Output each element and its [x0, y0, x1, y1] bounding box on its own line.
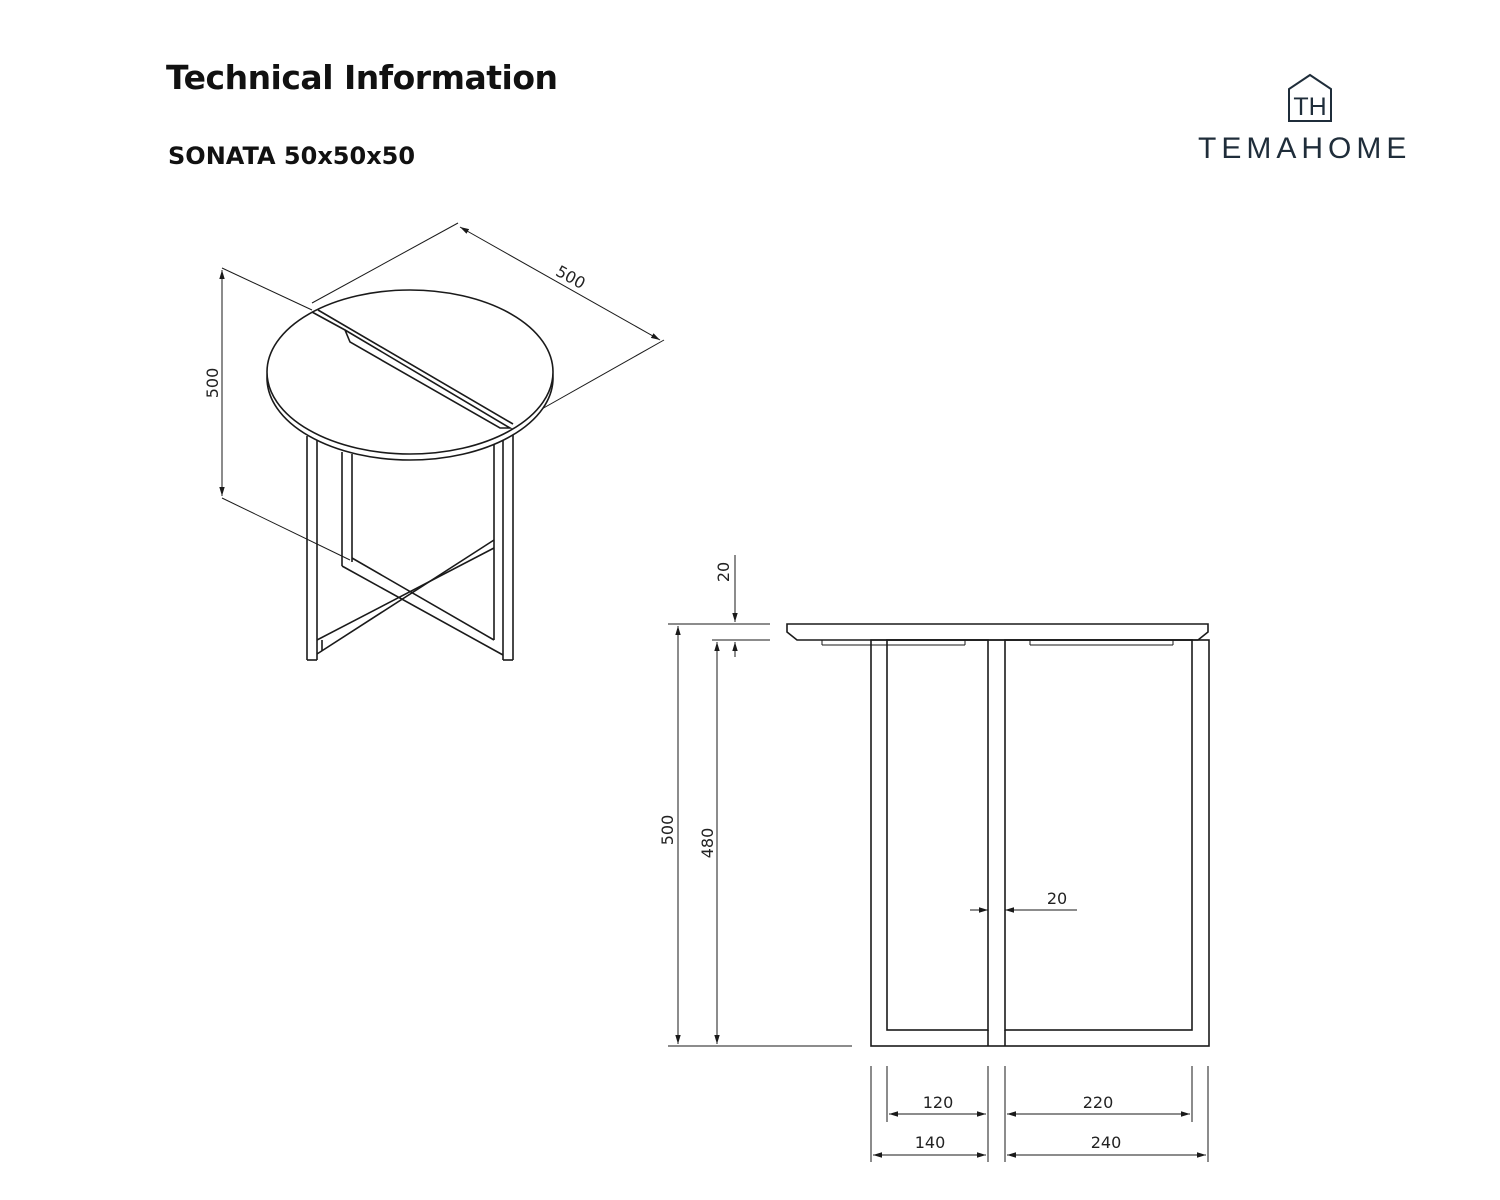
isometric-view: 500 500: [203, 222, 665, 661]
inner-left-dim-label: 120: [923, 1093, 954, 1112]
product-name: SONATA 50x50x50: [168, 142, 416, 170]
outer-right-dim-label: 240: [1091, 1133, 1122, 1152]
iso-height-dim-label: 500: [203, 368, 222, 399]
outer-left-dim-label: 140: [915, 1133, 946, 1152]
leg-width-dim-label: 20: [1047, 889, 1067, 908]
house-logo-icon: TH: [1288, 73, 1332, 122]
side-frame-height-dim-label: 480: [698, 828, 717, 859]
side-view: 500 480 20 20 120 220: [658, 555, 1210, 1162]
logo-monogram: TH: [1293, 93, 1326, 121]
side-top-thickness-dim-label: 20: [714, 562, 733, 582]
inner-right-dim-label: 220: [1083, 1093, 1114, 1112]
side-total-height-dim-label: 500: [658, 815, 677, 846]
page-title: Technical Information: [166, 58, 558, 97]
iso-diagonal-dim-label: 500: [553, 261, 589, 292]
brand-name: TEMAHOME: [1198, 132, 1412, 165]
